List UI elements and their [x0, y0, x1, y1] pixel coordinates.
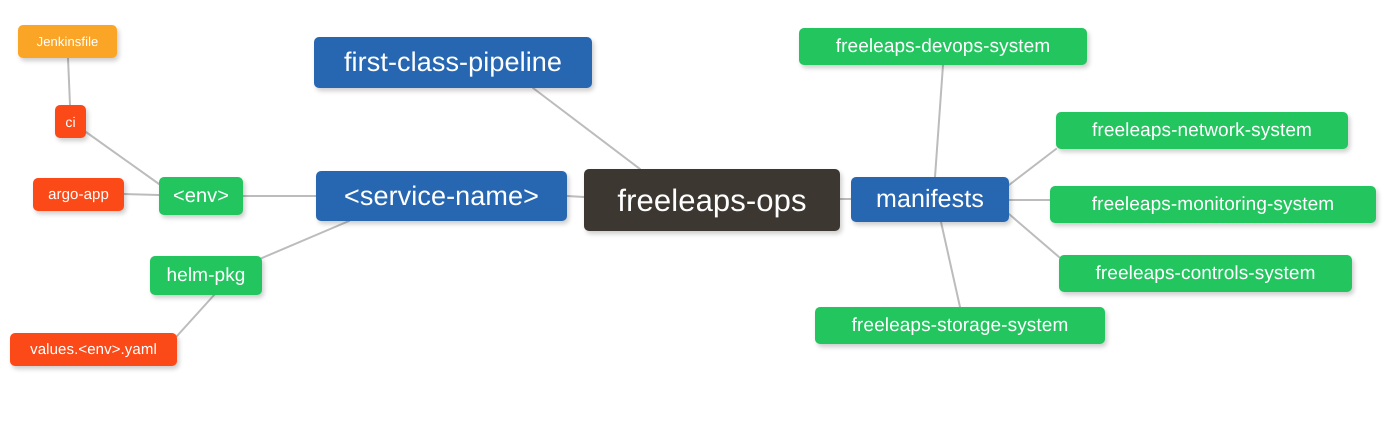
edge-ci-to-env — [85, 131, 160, 185]
node-manifests[interactable]: manifests — [851, 177, 1009, 222]
edge-helm-pkg-to-service-name — [261, 220, 350, 259]
node-freeleaps-network-system[interactable]: freeleaps-network-system — [1056, 112, 1348, 149]
node-label-freeleaps-network-system: freeleaps-network-system — [1092, 120, 1312, 141]
node-env[interactable]: <env> — [159, 177, 243, 215]
node-freeleaps-ops[interactable]: freeleaps-ops — [584, 169, 840, 231]
node-label-ci: ci — [65, 113, 76, 130]
node-label-freeleaps-ops: freeleaps-ops — [617, 182, 807, 218]
node-first-class-pipeline[interactable]: first-class-pipeline — [314, 37, 592, 88]
node-argo-app[interactable]: argo-app — [33, 178, 124, 211]
edge-service-name-to-freeleaps-ops — [566, 195, 585, 198]
node-freeleaps-devops-system[interactable]: freeleaps-devops-system — [799, 28, 1087, 65]
node-values-yaml[interactable]: values.<env>.yaml — [10, 333, 177, 366]
node-jenkinsfile[interactable]: Jenkinsfile — [18, 25, 117, 58]
node-label-env: <env> — [172, 185, 230, 207]
node-service-name[interactable]: <service-name> — [316, 171, 567, 221]
edge-jenkinsfile-to-ci — [67, 57, 71, 106]
node-label-first-class-pipeline: first-class-pipeline — [343, 47, 563, 77]
edge-argo-app-to-env — [123, 193, 160, 196]
node-label-freeleaps-devops-system: freeleaps-devops-system — [835, 36, 1051, 57]
node-helm-pkg[interactable]: helm-pkg — [150, 256, 262, 295]
edge-values-yaml-to-helm-pkg — [176, 293, 216, 337]
edge-manifests-to-freeleaps-network-system — [1008, 148, 1057, 186]
node-label-jenkinsfile: Jenkinsfile — [36, 34, 99, 49]
edge-manifests-to-freeleaps-storage-system — [940, 221, 961, 308]
node-label-freeleaps-controls-system: freeleaps-controls-system — [1095, 263, 1316, 284]
node-freeleaps-monitoring-system[interactable]: freeleaps-monitoring-system — [1050, 186, 1376, 223]
node-freeleaps-controls-system[interactable]: freeleaps-controls-system — [1059, 255, 1352, 292]
node-label-argo-app: argo-app — [48, 186, 109, 203]
node-label-service-name: <service-name> — [344, 180, 539, 211]
node-label-freeleaps-storage-system: freeleaps-storage-system — [851, 315, 1069, 336]
node-label-freeleaps-monitoring-system: freeleaps-monitoring-system — [1091, 194, 1335, 215]
node-ci[interactable]: ci — [55, 105, 86, 138]
node-label-manifests: manifests — [876, 185, 984, 213]
node-label-helm-pkg: helm-pkg — [166, 265, 246, 286]
edge-first-class-pipeline-to-freeleaps-ops — [532, 87, 641, 170]
node-label-values-yaml: values.<env>.yaml — [30, 341, 157, 358]
edge-manifests-to-freeleaps-devops-system — [934, 64, 944, 178]
node-freeleaps-storage-system[interactable]: freeleaps-storage-system — [815, 307, 1105, 344]
